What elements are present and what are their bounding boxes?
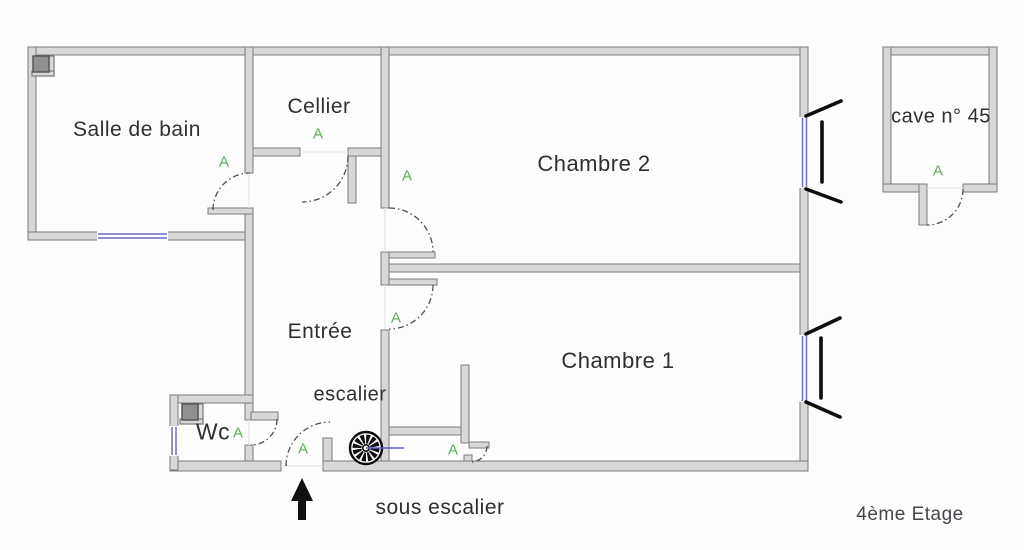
french-door-chambre1-icon [804,400,842,419]
label-sous-escalier: sous escalier [375,496,505,519]
door-marker-chambre1: A [390,309,402,327]
wall-wc-top [169,394,254,404]
wall-entrance-jamb [322,437,333,462]
spiral-staircase-icon [348,430,404,466]
wall-cellier-bottom-left [252,147,301,157]
duct-shafts [31,55,204,425]
door-marker-nook: A [447,441,459,459]
wall-cave-door-return [918,183,928,226]
french-door-chambre1-icon [804,316,842,336]
floor-label: 4ème Etage [856,504,964,525]
wall-divider-jamb-top [388,251,436,259]
door-arc-chambre2 [388,207,434,253]
door-marker-wc: A [232,424,244,442]
wall-bathroom-hall-upper [244,46,254,174]
door-arc-cellier [301,155,349,203]
window-bathroom-opening [97,231,168,241]
door-arcs [212,155,964,467]
window-chambre1-opening [799,335,809,402]
walls [27,46,998,472]
wall-cave-left [882,46,892,193]
wall-cellier-door-return [347,155,357,204]
wall-nook-door-jamb [468,441,490,449]
wall-wc-door-jamb [250,411,279,421]
wall-bottom-left [169,460,282,472]
door-marker-bathroom: A [218,153,230,171]
door-arc-bathroom [212,172,251,211]
room-label-salle-de-bain: Salle de bain [73,118,201,141]
wall-cave-bottom-right [962,183,998,193]
wall-cellier-bottom-right [347,147,382,157]
room-label-cave: cave n° 45 [891,105,991,128]
wall-right [799,46,809,472]
door-marker-cave: A [932,162,944,180]
door-marker-entrance: A [297,440,309,458]
wall-hall-right-lower [380,329,390,462]
thresholds [248,151,963,467]
room-label-wc: Wc [195,418,231,445]
wall-top [27,46,809,56]
wall-hall-left [244,213,254,421]
label-escalier: escalier [313,383,387,406]
wall-bedroom-divider [388,263,801,273]
window-chambre2-opening [799,117,809,188]
door-marker-chambre2: A [401,167,413,185]
room-label-entree: Entrée [287,320,353,343]
wall-bathroom-door-jamb [207,207,254,215]
room-label-cellier: Cellier [287,95,351,118]
wall-divider-connector [380,251,390,286]
wall-nook-door-notch [463,454,473,462]
wall-nook-top [388,426,468,436]
room-label-chambre-2: Chambre 2 [537,151,651,176]
french-door-leaves [804,99,843,419]
wall-divider-jamb-bottom [388,278,438,286]
duct-wc-icon [181,403,199,421]
french-door-chambre2-icon [804,99,843,118]
french-door-chambre2-icon [804,187,843,204]
door-arc-nook [470,445,488,463]
wall-cave-top [882,46,998,56]
wall-nook-right [460,364,470,444]
duct-bathroom-icon [32,55,50,73]
entrance-arrow-icon [291,478,313,520]
room-label-chambre-1: Chambre 1 [561,348,675,373]
door-arc-cave [926,188,964,226]
door-arc-wc [250,418,278,446]
door-marker-cellier: A [312,125,324,143]
wall-bottom-right [322,460,809,472]
windows [97,117,809,456]
wall-cellier-right [380,46,390,209]
wall-wc-right-lower [244,444,254,462]
window-wc-opening [169,426,179,456]
